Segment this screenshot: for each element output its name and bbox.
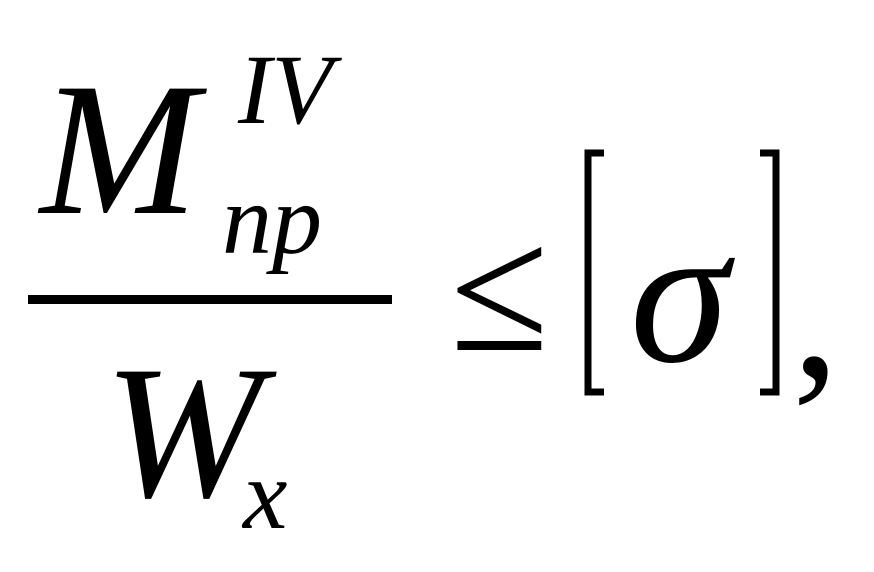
fraction-bar [28,295,392,304]
left-bracket [584,149,604,396]
trailing-comma: , [792,208,840,418]
denominator-base: W [104,328,263,538]
sigma-symbol: σ [630,184,729,405]
numerator-subscript: np [222,164,322,275]
numerator-base: M [40,45,199,255]
right-bracket [760,149,780,396]
numerator-superscript: IV [238,34,333,145]
less-equal-sign: ≤ [450,190,549,389]
denominator-subscript: x [243,439,288,550]
